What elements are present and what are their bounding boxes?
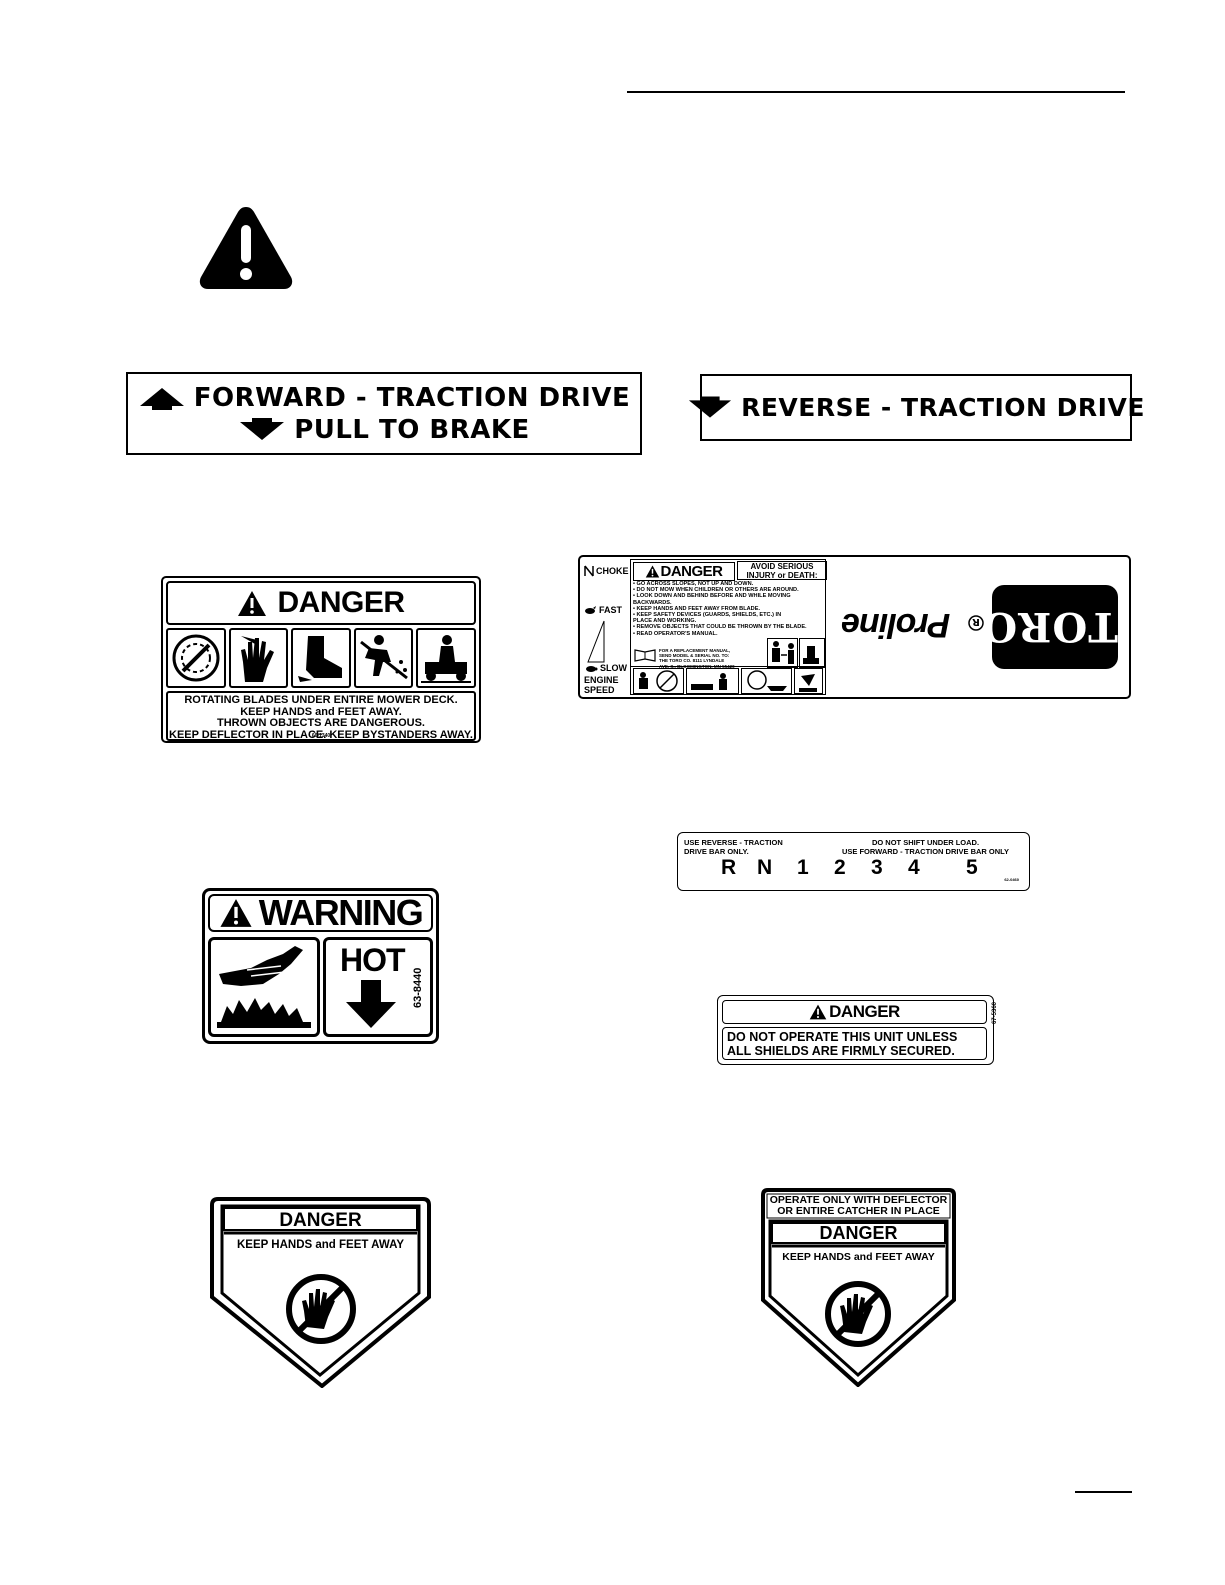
rabbit-icon xyxy=(585,605,596,614)
warning-header: WARNING xyxy=(208,892,433,933)
danger-header: DANGER xyxy=(166,581,476,625)
warning-hot-decal: WARNING HOT 63-8440 xyxy=(202,888,439,1044)
rotating-blade-icon xyxy=(166,628,226,688)
hot-surface-hand-icon xyxy=(208,937,320,1037)
danger-blades-decal: DANGER ROTATING BLADES UNDER ENTIRE MOWE… xyxy=(161,576,481,743)
reverse-instruction: USE REVERSE - TRACTION DRIVE BAR ONLY. xyxy=(684,838,783,856)
pentagon-subtitle: KEEP HANDS and FEET AWAY xyxy=(782,1251,935,1263)
safety-alert-icon xyxy=(199,207,293,289)
alert-triangle-icon xyxy=(809,1004,827,1020)
turtle-icon xyxy=(586,666,598,672)
thrown-objects-icon xyxy=(353,628,414,688)
throttle-panel: CHOKE FAST SLOW ENGINE SPEED xyxy=(584,565,629,695)
alert-triangle-icon xyxy=(646,565,660,578)
header-rule xyxy=(627,91,1125,93)
alert-triangle-icon xyxy=(238,590,267,616)
hot-panel: HOT 63-8440 xyxy=(323,937,433,1037)
book-icon xyxy=(634,649,656,662)
proline-brand-panel: Proline R xyxy=(830,557,1130,697)
gear-label: 3 xyxy=(871,856,883,879)
foot-cut-icon xyxy=(291,628,351,688)
decal-code: 63-8440 xyxy=(412,967,424,1008)
forward-instruction: DO NOT SHIFT UNDER LOAD. USE FORWARD - T… xyxy=(841,838,1010,856)
alert-triangle-icon xyxy=(220,899,252,927)
choke-icon xyxy=(584,565,594,577)
forward-label: FORWARD - TRACTION DRIVE xyxy=(193,382,631,413)
decal-code: 62-0460 xyxy=(1004,877,1019,882)
reverse-label: REVERSE - TRACTION DRIVE xyxy=(741,392,1145,422)
decal-code: 67-5360 xyxy=(992,1002,998,1025)
deflector-text: OPERATE ONLY WITH DEFLECTOR OR ENTIRE CA… xyxy=(769,1194,948,1217)
pentagon-danger-header: DANGER xyxy=(819,1223,898,1243)
forward-traction-decal: FORWARD - TRACTION DRIVE PULL TO BRAKE xyxy=(126,372,642,455)
pentagon-subtitle: KEEP HANDS and FEET AWAY xyxy=(237,1239,404,1251)
hand-cut-icon xyxy=(228,628,289,688)
deflector-danger-decal: OPERATE ONLY WITH DEFLECTOR OR ENTIRE CA… xyxy=(761,1188,956,1387)
footer-rule xyxy=(1075,1491,1132,1493)
gear-label: 2 xyxy=(834,856,846,879)
avoid-injury-text: AVOID SERIOUS INJURY or DEATH: xyxy=(737,561,827,580)
gear-label: 1 xyxy=(797,856,809,879)
pentagon-danger-header: DANGER xyxy=(279,1210,362,1231)
svg-text:R: R xyxy=(972,616,980,627)
danger-header: DANGER xyxy=(722,1000,987,1024)
registered-icon: R xyxy=(968,615,984,631)
danger-shields-decal: DANGER DO NOT OPERATE THIS UNIT UNLESS A… xyxy=(717,995,998,1065)
safety-pictograms-row xyxy=(633,668,823,694)
gear-label: N xyxy=(757,856,773,879)
down-arrow-icon xyxy=(688,396,732,418)
proline-danger-header: DANGER xyxy=(633,562,735,581)
throttle-wedge-icon xyxy=(587,620,605,663)
reverse-traction-decal: REVERSE - TRACTION DRIVE xyxy=(688,374,1144,441)
proline-rules-list: • GO ACROSS SLOPES, NOT UP AND DOWN. • D… xyxy=(633,581,807,637)
down-arrow-icon xyxy=(240,417,285,440)
brake-label: PULL TO BRAKE xyxy=(294,414,530,445)
danger-blades-text: ROTATING BLADES UNDER ENTIRE MOWER DECK.… xyxy=(166,691,476,741)
proline-danger-panel: DANGER AVOID SERIOUS INJURY or DEATH: • … xyxy=(630,559,827,695)
proline-control-decal: CHOKE FAST SLOW ENGINE SPEED DANGER AVOI… xyxy=(578,555,1131,699)
down-arrow-icon xyxy=(346,980,396,1028)
decal-code: 66-1340 xyxy=(311,733,331,739)
gear-label: R xyxy=(721,856,737,879)
gear-shift-decal: USE REVERSE - TRACTION DRIVE BAR ONLY. D… xyxy=(677,832,1030,891)
toro-logo: TORO xyxy=(981,585,1118,669)
gear-label: 4 xyxy=(908,856,920,879)
up-arrow-icon xyxy=(139,387,184,410)
proline-logo: Proline xyxy=(842,606,951,644)
bystander-distance-icon xyxy=(767,638,825,668)
hot-label: HOT xyxy=(340,942,406,978)
shields-text: DO NOT OPERATE THIS UNIT UNLESS ALL SHIE… xyxy=(722,1027,987,1060)
keep-hands-feet-decal: DANGER KEEP HANDS and FEET AWAY xyxy=(210,1197,431,1388)
mower-operator-icon xyxy=(416,628,476,688)
gear-label: 5 xyxy=(966,856,978,879)
